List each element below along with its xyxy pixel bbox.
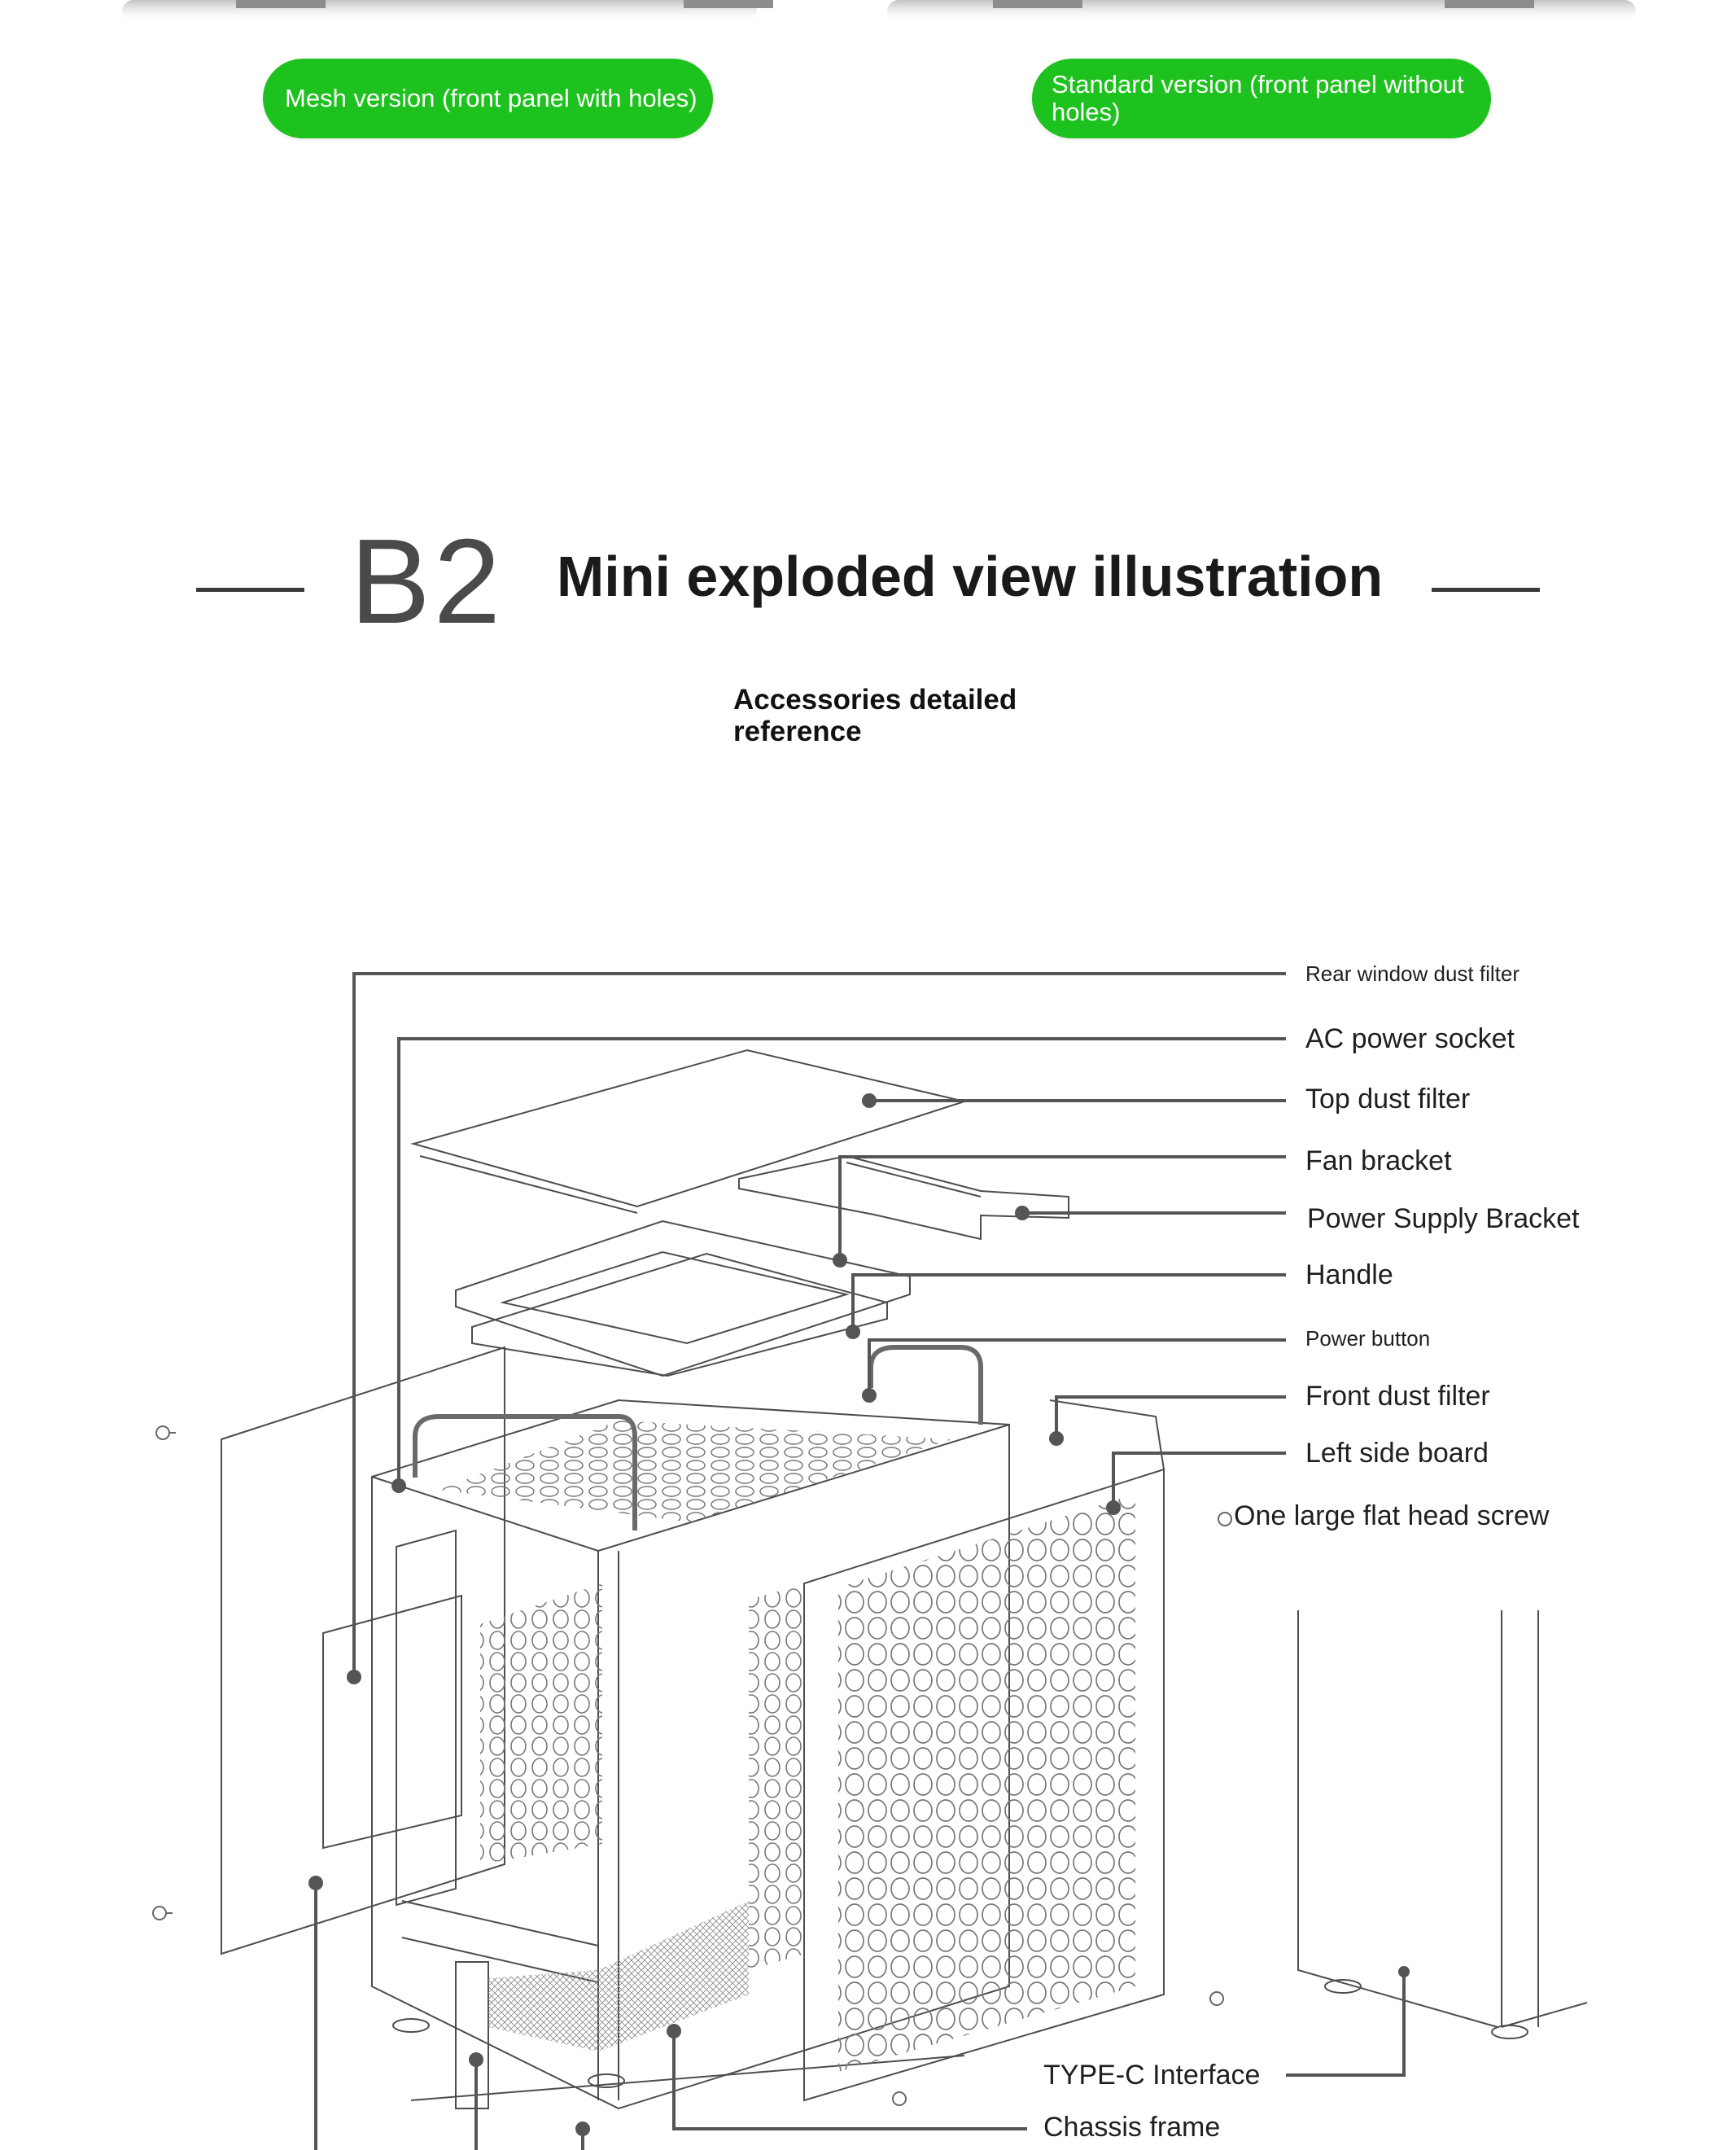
right-panel (1297, 1610, 1498, 2028)
label-chassis-frame: Chassis frame (1043, 2112, 1221, 2143)
mesh-version-badge: Mesh version (front panel with holes) (263, 59, 713, 138)
label-front-dust-filter: Front dust filter (1305, 1381, 1490, 1412)
label-flat-head-screw: One large flat head screw (1234, 1500, 1550, 1531)
section-number: B2 (350, 515, 505, 649)
label-type-c-interface: TYPE-C Interface (1043, 2060, 1261, 2091)
top-dust-filter-sheet (410, 1049, 968, 1208)
title-rule-left (196, 588, 304, 592)
section-title: Mini exploded view illustration (557, 545, 1384, 608)
label-power-supply-bracket: Power Supply Bracket (1307, 1203, 1580, 1234)
rear-window-filter (322, 1594, 462, 1850)
standard-version-label: Standard version (front panel without ho… (1052, 70, 1464, 126)
label-top-dust-filter: Top dust filter (1305, 1084, 1471, 1114)
label-fan-bracket: Fan bracket (1305, 1145, 1452, 1176)
label-handle: Handle (1305, 1259, 1393, 1290)
standard-version-badge: Standard version (front panel without ho… (1032, 59, 1491, 138)
mesh-version-label: Mesh version (front panel with holes) (285, 84, 697, 112)
left-side-board (221, 1346, 505, 1955)
psu-bracket (738, 1154, 1069, 1241)
label-left-side-board: Left side board (1305, 1438, 1489, 1469)
label-ac-power-socket: AC power socket (1305, 1023, 1515, 1054)
title-rule-right (1432, 588, 1540, 592)
label-rear-window-dust-filter: Rear window dust filter (1305, 961, 1520, 986)
label-power-button: Power button (1305, 1326, 1431, 1351)
section-subtitle: Accessories detailed reference (733, 684, 1017, 747)
product-feet-strip (122, 0, 1636, 23)
fan-bracket (455, 1220, 911, 1377)
